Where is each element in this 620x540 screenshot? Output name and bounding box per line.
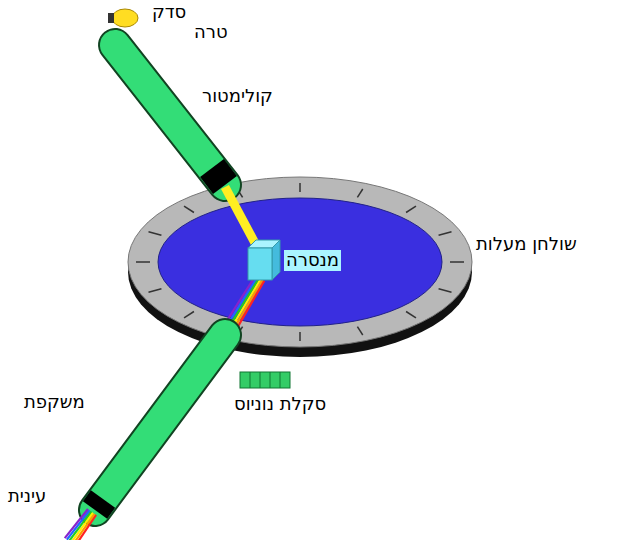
lamp <box>112 9 138 27</box>
collimator-label: קולימטור <box>200 86 275 107</box>
eyepiece-label: עינית <box>6 486 48 507</box>
vernier-scale <box>240 372 290 388</box>
degree-table-label: שולחן מעלות <box>474 234 579 255</box>
prism <box>248 240 280 280</box>
telescope-label: משקפת <box>22 392 87 413</box>
telescope-tube <box>95 335 225 510</box>
degree-table <box>128 177 472 357</box>
slit-label: סדק <box>150 2 188 23</box>
vernier-scale-label: סקלת נוניוס <box>232 394 328 415</box>
lamp-label: טרה <box>192 22 230 43</box>
spectrum-beam <box>65 509 96 540</box>
prism-label: מנסרה <box>284 250 341 271</box>
collimator-tube <box>115 45 225 185</box>
light-beam <box>225 187 256 245</box>
